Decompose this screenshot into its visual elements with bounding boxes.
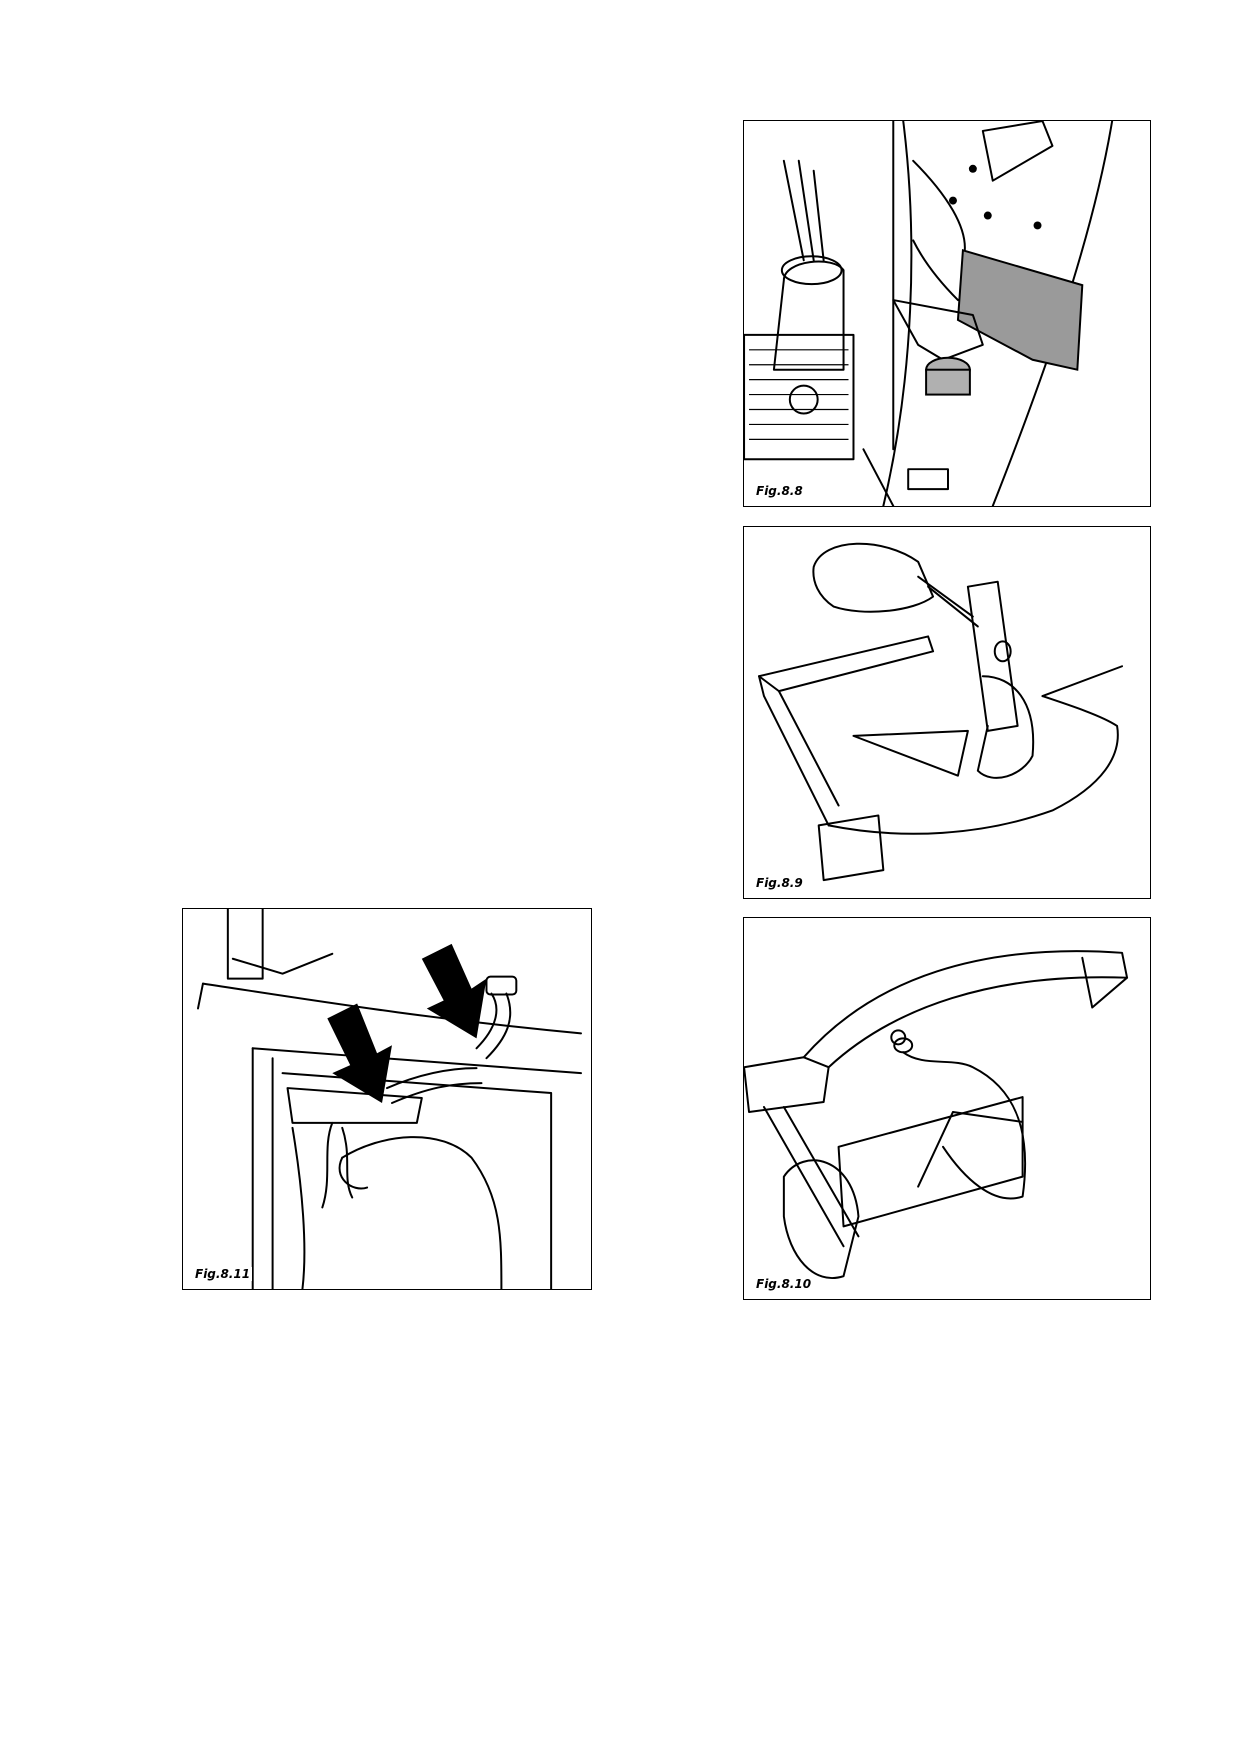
illustration-tray-removal <box>758 542 1124 882</box>
figure-caption: Fig.8.11 <box>193 1267 253 1281</box>
illustration-hose-disconnect <box>197 909 582 1289</box>
figure-caption: Fig.8.10 <box>754 1277 814 1291</box>
figure-8-10: Fig.8.10 <box>743 917 1151 1300</box>
figure-8-11: Fig.8.11 <box>182 908 592 1290</box>
figure-8-8: Fig.8.8 <box>743 120 1151 507</box>
figure-caption: Fig.8.8 <box>754 484 805 498</box>
illustration-cover-pin <box>744 950 1129 1279</box>
figure-8-9: Fig.8.9 <box>743 526 1151 899</box>
illustration-funnel-removal <box>744 121 1114 506</box>
figure-caption: Fig.8.9 <box>754 876 805 890</box>
